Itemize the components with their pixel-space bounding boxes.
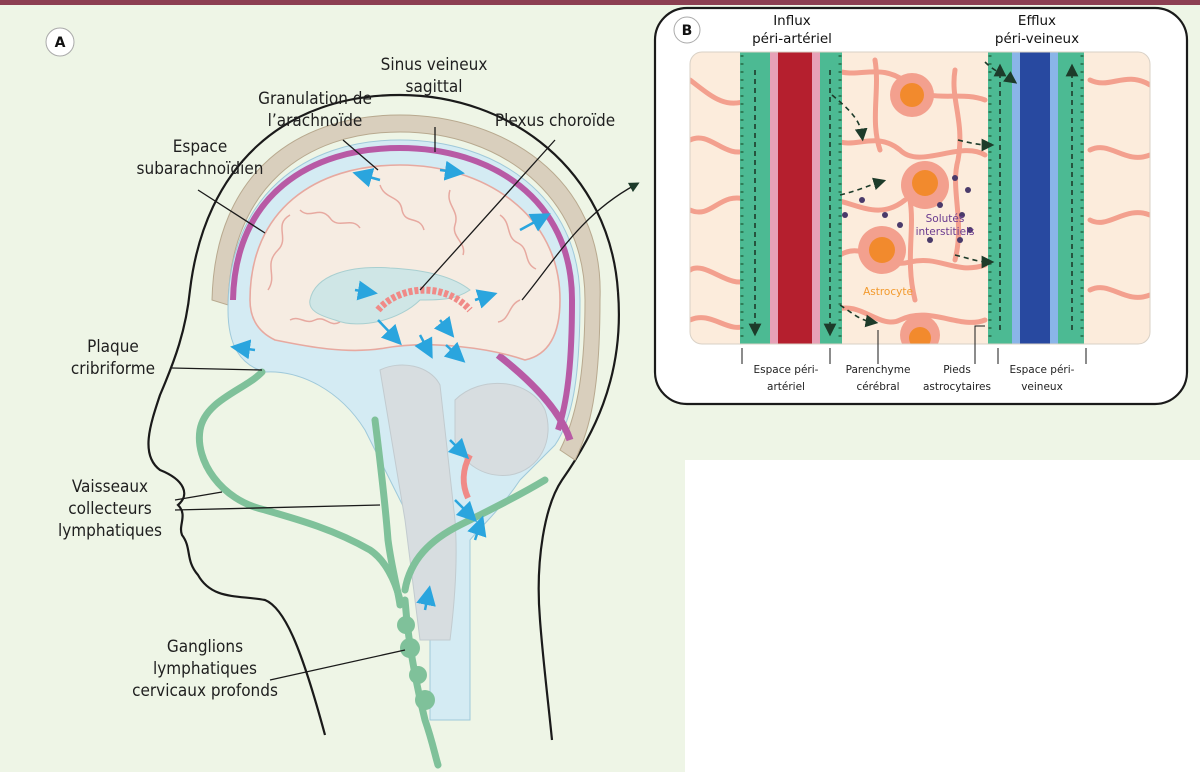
- label-sinus-1: Sinus veineux: [381, 55, 488, 75]
- artery: [778, 52, 812, 344]
- solutes-2: interstitiels: [916, 226, 975, 238]
- lateral-ventricle: [309, 267, 471, 325]
- bottom-ticks: [741, 325, 1087, 364]
- label-parenchyme-2: cérébral: [856, 381, 899, 393]
- leader-lines: [171, 127, 640, 681]
- label-espace-vein-2: veineux: [1021, 381, 1063, 393]
- solute-dots: [842, 175, 973, 243]
- label-plaque-1: Plaque: [87, 337, 139, 357]
- skull-bone: [211, 114, 601, 461]
- label-granulation-2: l’arachnoïde: [268, 111, 363, 131]
- csf-flow-arrows: [230, 160, 551, 611]
- cervical-nodes: [397, 616, 435, 710]
- label-plaque-2: cribriforme: [71, 359, 155, 379]
- label-espace-art-1: Espace péri-: [754, 364, 819, 376]
- panel-b: B Influx péri-artériel Efflux péri-veine…: [653, 6, 1189, 406]
- solutes-1: Solutés: [926, 213, 965, 225]
- cerebellum: [454, 382, 549, 476]
- label-vaisseaux-3: lymphatiques: [58, 521, 162, 541]
- label-ganglions-2: lymphatiques: [153, 659, 257, 679]
- neck-back: [537, 291, 620, 741]
- label-sinus-2: sagittal: [406, 77, 463, 97]
- efflux-1: Efflux: [1018, 13, 1056, 29]
- label-pieds-2: astrocytaires: [923, 381, 991, 393]
- label-vaisseaux-1: Vaisseaux: [72, 477, 148, 497]
- head-outline: [147, 93, 620, 736]
- astrocytes: [858, 73, 949, 344]
- influx-1: Influx: [773, 13, 811, 29]
- label-granulation-1: Granulation de: [258, 89, 372, 109]
- badge-b: [673, 16, 701, 44]
- influx-2: péri-artériel: [752, 31, 832, 47]
- top-rule: [0, 0, 1200, 5]
- label-ganglions-1: Ganglions: [167, 637, 243, 657]
- label-vaisseaux-2: collecteurs: [68, 499, 151, 519]
- inset-tissue: [690, 52, 1150, 344]
- perivenous-space-right: [1058, 52, 1084, 344]
- tentorium: [495, 352, 574, 442]
- label-pieds-1: Pieds: [943, 364, 971, 376]
- sagittal-sinus: [230, 144, 576, 431]
- badge-a-text: A: [55, 35, 66, 51]
- label-espace-vein-1: Espace péri-: [1010, 364, 1075, 376]
- gyri: [267, 184, 537, 325]
- label-parenchyme-1: Parenchyme: [846, 364, 911, 376]
- label-espace-sub-1: Espace: [173, 137, 228, 157]
- label-espace-art-2: artériel: [767, 381, 805, 393]
- label-ganglions-3: cervicaux profonds: [132, 681, 278, 701]
- label-espace-sub-2: subarachnoïdien: [137, 159, 264, 179]
- panel-a: A Sinus veineux sagittal Granulation de …: [45, 27, 640, 769]
- badge-b-text: B: [682, 23, 693, 39]
- label-plexus: Plexus choroïde: [495, 111, 615, 131]
- efflux-2: péri-veineux: [995, 31, 1079, 47]
- astrocyte-label: Astrocyte: [863, 286, 913, 298]
- flow-arrows: [748, 61, 1079, 337]
- badge-a: [45, 27, 75, 57]
- periarterial-space-right: [820, 52, 842, 344]
- vein: [1020, 52, 1050, 344]
- choroid-plexus: [375, 286, 473, 313]
